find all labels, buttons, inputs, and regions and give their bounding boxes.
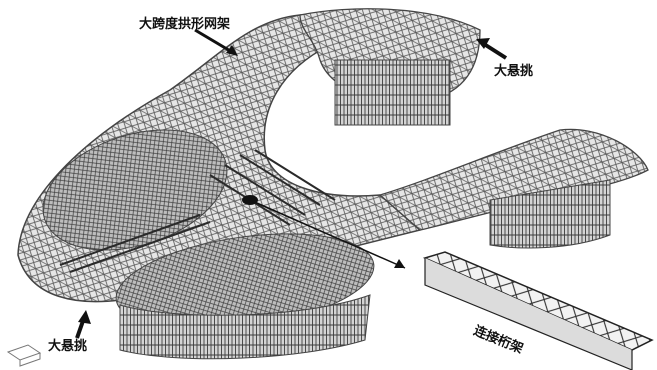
truss-pointer-arrowhead xyxy=(394,259,405,268)
axis-glyph xyxy=(6,344,42,367)
label-cantilever-bottom: 大悬挑 xyxy=(48,339,88,354)
arrow-cantilever-bottom xyxy=(75,310,91,339)
support-block-top xyxy=(334,59,451,126)
connection-node xyxy=(242,195,258,205)
label-cantilever-top: 大悬挑 xyxy=(494,64,534,79)
support-block-bottom xyxy=(119,294,371,360)
truss-pointer-line xyxy=(249,199,406,269)
support-block-right xyxy=(489,179,611,249)
arrow-arch-roof xyxy=(194,28,238,56)
roof-right-wing xyxy=(378,128,649,231)
label-arch-roof: 大跨度拱形网架 xyxy=(139,17,231,32)
connecting-truss xyxy=(422,251,654,370)
arrow-cantilever-top xyxy=(476,38,508,60)
